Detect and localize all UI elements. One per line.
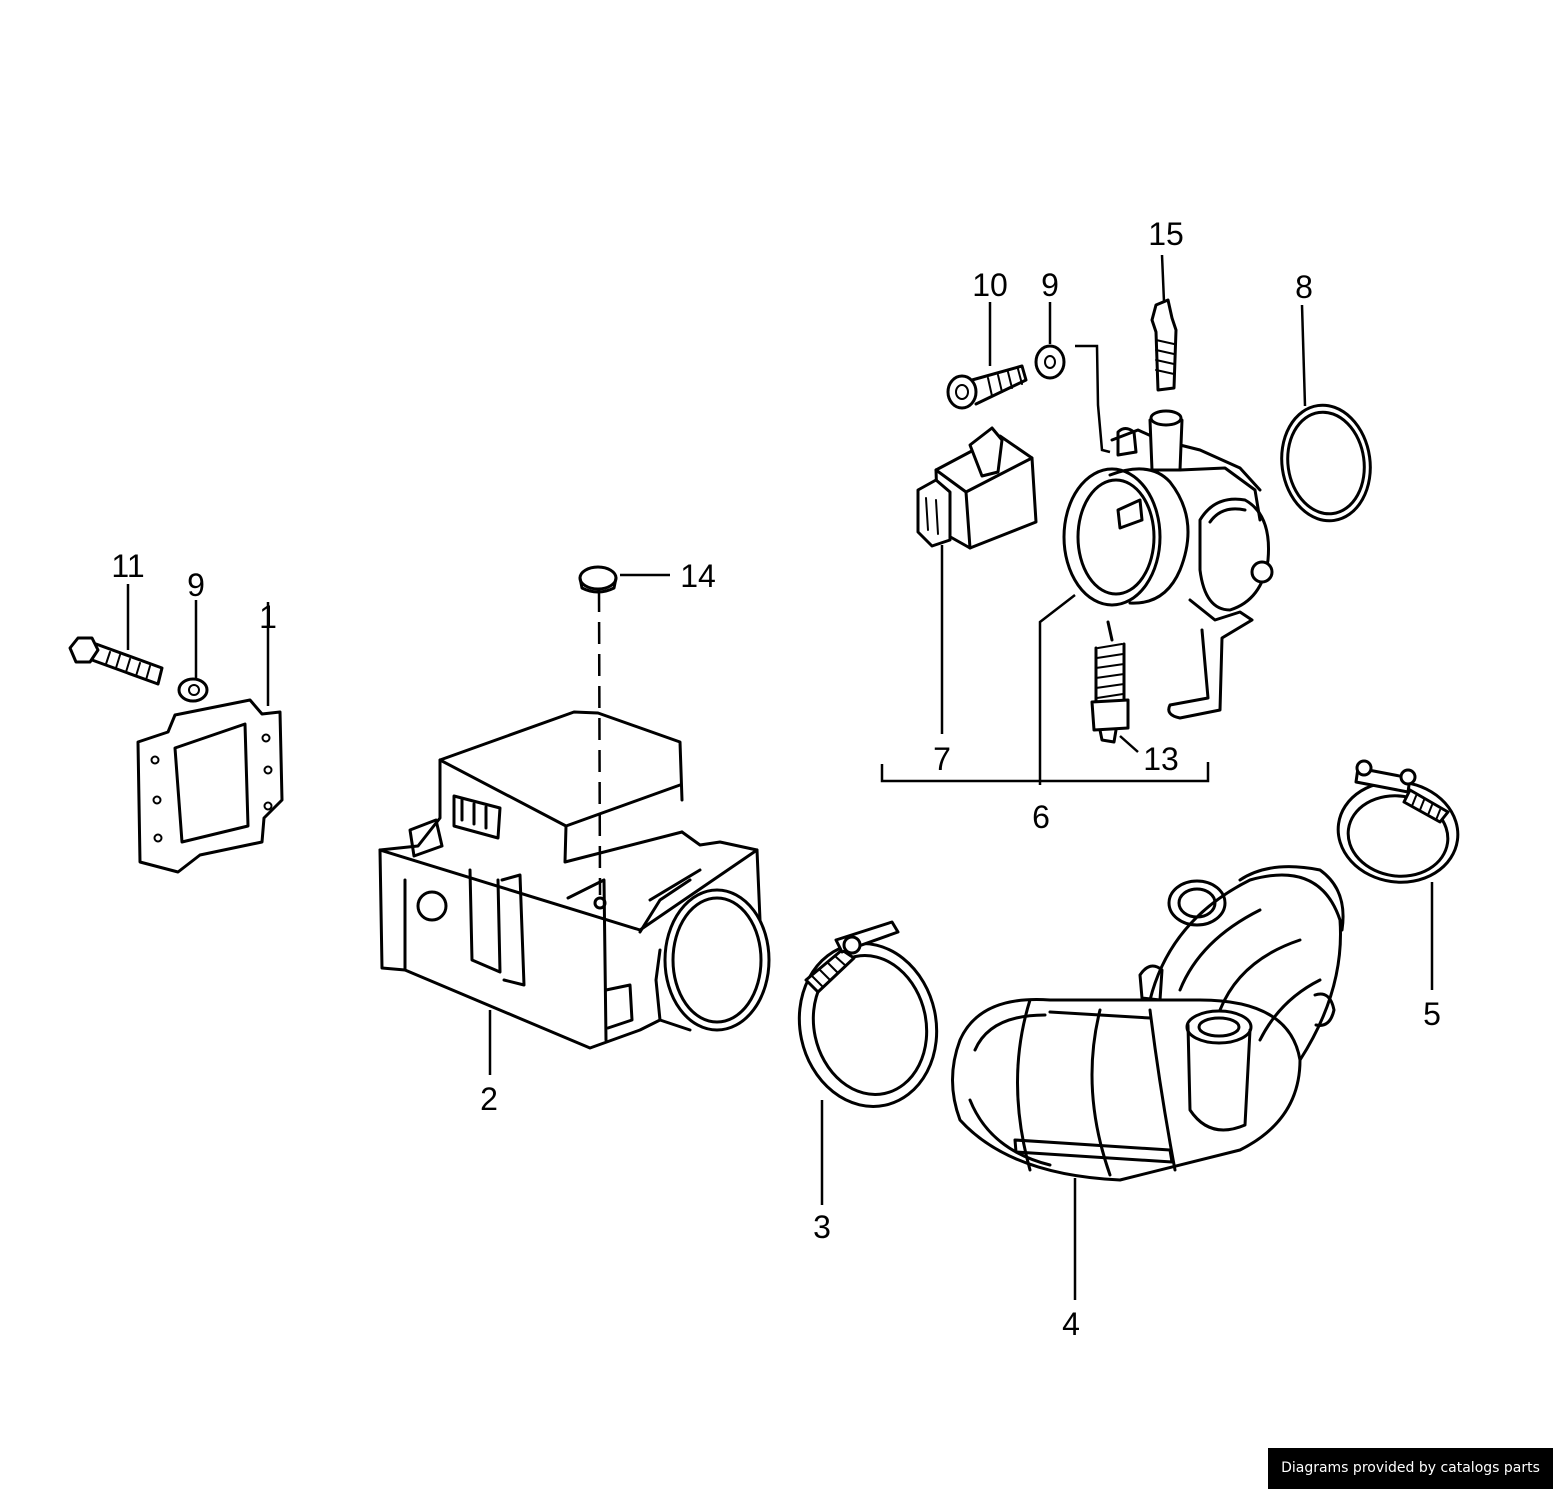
- part-15-stud: [1150, 298, 1178, 392]
- callout-9-right: 9: [1041, 267, 1059, 303]
- part-1-gasket: [136, 698, 284, 874]
- callout-4: 4: [1062, 1306, 1080, 1342]
- part-11-bolt: [68, 636, 164, 686]
- callout-2: 2: [480, 1081, 498, 1117]
- credit-banner: Diagrams provided by catalogs parts: [1268, 1448, 1553, 1489]
- leader-lines: [126, 254, 1434, 1300]
- callout-9-left: 9: [187, 567, 205, 603]
- callout-7: 7: [933, 741, 951, 777]
- part-9-washer-right: [1034, 344, 1066, 380]
- callout-labels: 1 2 3 4 5 6 7 8 9 9 10 11 13 14 15: [111, 216, 1441, 1342]
- callout-14: 14: [680, 558, 716, 594]
- callout-6: 6: [1032, 799, 1050, 835]
- part-4-intake-boot: [951, 865, 1345, 1182]
- part-6-throttle-body: [1062, 409, 1274, 720]
- callout-13: 13: [1143, 741, 1179, 777]
- part-8-o-ring: [1280, 403, 1372, 523]
- part-7-throttle-switch: [916, 426, 1038, 550]
- callout-3: 3: [813, 1209, 831, 1245]
- part-3-hose-clamp: [797, 920, 939, 1108]
- callout-1: 1: [259, 599, 277, 635]
- part-5-hose-clamp: [1336, 759, 1460, 884]
- callout-15: 15: [1148, 216, 1184, 252]
- callout-10: 10: [972, 267, 1008, 303]
- part-13-switch: [1090, 620, 1130, 744]
- part-2-air-flow-meter: [378, 710, 771, 1050]
- callout-8: 8: [1295, 269, 1313, 305]
- callout-5: 5: [1423, 996, 1441, 1032]
- part-9-washer-left: [177, 677, 209, 703]
- part-14-plug: [578, 565, 618, 594]
- part-10-screw: [946, 364, 1028, 410]
- callout-11: 11: [111, 548, 144, 584]
